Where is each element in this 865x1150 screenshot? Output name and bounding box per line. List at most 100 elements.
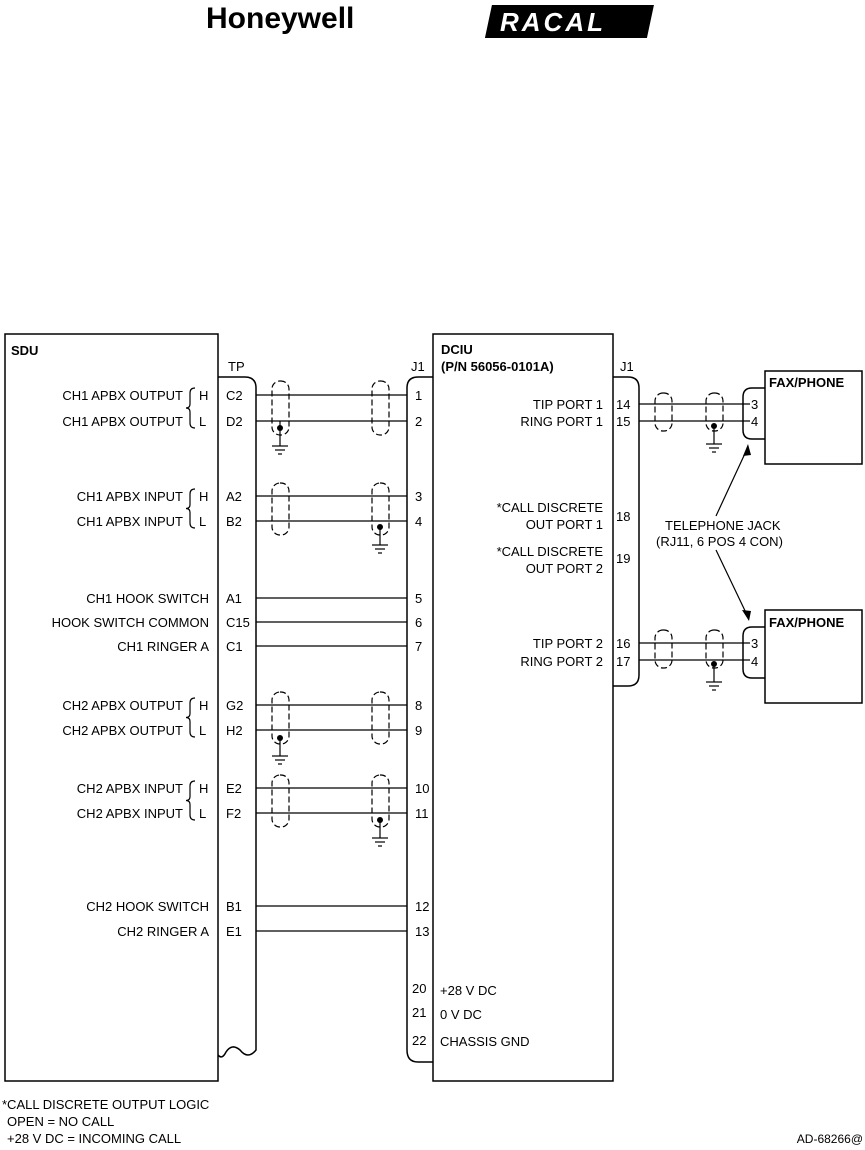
fax-phone-1: FAX/PHONE 3 4 xyxy=(742,370,863,465)
signal-brace xyxy=(185,387,196,429)
tp-pin: B2 xyxy=(226,514,242,529)
signal-label: CH1 APBX OUTPUT xyxy=(62,388,183,403)
j1-pin: 11 xyxy=(415,806,429,821)
port-pin: 17 xyxy=(616,654,630,669)
signal-label: CH2 RINGER A xyxy=(117,924,209,939)
tp-pin: C2 xyxy=(226,388,243,403)
tp-pin: A2 xyxy=(226,489,242,504)
port-label: TIP PORT 1 xyxy=(533,397,603,412)
tp-pin: F2 xyxy=(226,806,241,821)
honeywell-logo: Honeywell xyxy=(206,2,354,35)
dciu-power: 20 +28 V DC 21 0 V DC 22 CHASSIS GND xyxy=(412,981,530,1049)
signal-row: HOOK SWITCH COMMON C15 6 xyxy=(52,615,423,630)
tp-pin: C1 xyxy=(226,639,243,654)
signal-level: H xyxy=(199,388,208,403)
j1-pin: 13 xyxy=(415,924,429,939)
racal-logo: RACAL xyxy=(484,5,654,38)
signal-level: L xyxy=(199,514,206,529)
j1-pin: 6 xyxy=(415,615,422,630)
signal-label: CH1 HOOK SWITCH xyxy=(86,591,209,606)
j1-pin: 12 xyxy=(415,899,429,914)
power-pin: 20 xyxy=(412,981,426,996)
signal-label: CH1 APBX INPUT xyxy=(77,514,183,529)
signal-label: CH2 APBX OUTPUT xyxy=(62,698,183,713)
fax-pin: 4 xyxy=(751,654,758,669)
signal-label: CH1 APBX OUTPUT xyxy=(62,414,183,429)
tp-pin: A1 xyxy=(226,591,242,606)
tp-pin: D2 xyxy=(226,414,243,429)
signal-level: L xyxy=(199,723,206,738)
power-pin: 21 xyxy=(412,1005,426,1020)
signal-label: CH2 HOOK SWITCH xyxy=(86,899,209,914)
j1-pin: 8 xyxy=(415,698,422,713)
dciu-unit: DCIU (P/N 56056-0101A) J1 J1 xyxy=(406,333,640,1082)
j1-pin: 7 xyxy=(415,639,422,654)
port-pin: 16 xyxy=(616,636,630,651)
signal-level: H xyxy=(199,698,208,713)
port-pin: 15 xyxy=(616,414,630,429)
port-label: RING PORT 1 xyxy=(520,414,603,429)
power-pin: 22 xyxy=(412,1033,426,1048)
power-label: CHASSIS GND xyxy=(440,1034,530,1049)
signal-label: HOOK SWITCH COMMON xyxy=(52,615,209,630)
tp-pin: H2 xyxy=(226,723,243,738)
dciu-left-connector-label: J1 xyxy=(411,359,425,374)
fax-pin: 3 xyxy=(751,636,758,651)
j1-pin: 2 xyxy=(415,414,422,429)
j1-pin: 1 xyxy=(415,388,422,403)
port-pin: 19 xyxy=(616,551,630,566)
port-pin: 18 xyxy=(616,509,630,524)
sdu-title: SDU xyxy=(11,343,38,358)
drawing-id: AD-68266@ xyxy=(797,1132,863,1146)
signal-row: CH2 APBX OUTPUT H G2 8 xyxy=(62,698,422,713)
signal-row: CH1 RINGER A C1 7 xyxy=(117,639,422,654)
power-label: 0 V DC xyxy=(440,1007,482,1022)
tp-pin: G2 xyxy=(226,698,243,713)
signal-level: H xyxy=(199,489,208,504)
signal-level: L xyxy=(199,414,206,429)
footnote-line3: +28 V DC = INCOMING CALL xyxy=(7,1131,181,1146)
port-label-line2: OUT PORT 2 xyxy=(526,561,603,576)
jack-note-line1: TELEPHONE JACK xyxy=(665,518,781,533)
signal-row: CH2 APBX INPUT L F2 11 xyxy=(77,806,429,821)
telephone-jack-callout: TELEPHONE JACK (RJ11, 6 POS 4 CON) xyxy=(656,444,783,621)
signal-level: L xyxy=(199,806,206,821)
signal-label: CH2 APBX INPUT xyxy=(77,781,183,796)
dciu-title: DCIU xyxy=(441,342,473,357)
footnote-line2: OPEN = NO CALL xyxy=(7,1114,114,1129)
signal-label: CH1 RINGER A xyxy=(117,639,209,654)
fax-phone-title: FAX/PHONE xyxy=(769,615,844,630)
port-label-line2: OUT PORT 1 xyxy=(526,517,603,532)
dciu-ports: TIP PORT 1 14 RING PORT 1 15 *CALL DISCR… xyxy=(497,397,631,669)
j1-pin: 10 xyxy=(415,781,429,796)
svg-text:RACAL: RACAL xyxy=(500,7,606,37)
signal-row: CH2 RINGER A E1 13 xyxy=(117,924,429,939)
signal-brace xyxy=(185,780,196,821)
footnote-line1: *CALL DISCRETE OUTPUT LOGIC xyxy=(2,1097,209,1112)
fax-wires xyxy=(639,403,750,661)
signal-label: CH1 APBX INPUT xyxy=(77,489,183,504)
signal-row: CH1 APBX INPUT L B2 4 xyxy=(77,514,422,529)
footnote: *CALL DISCRETE OUTPUT LOGIC OPEN = NO CA… xyxy=(2,1097,209,1146)
fax-pin: 4 xyxy=(751,414,758,429)
j1-pin: 9 xyxy=(415,723,422,738)
fax-phone-2: FAX/PHONE 3 4 xyxy=(742,609,863,704)
shields xyxy=(271,380,724,847)
j1-pin: 4 xyxy=(415,514,422,529)
tp-connector-label: TP xyxy=(228,359,245,374)
port-pin: 14 xyxy=(616,397,630,412)
signal-label: CH2 APBX INPUT xyxy=(77,806,183,821)
signal-brace xyxy=(185,488,196,529)
tp-pin: C15 xyxy=(226,615,250,630)
sdu-unit: SDU TP xyxy=(4,333,257,1082)
fax-pin: 3 xyxy=(751,397,758,412)
signal-row: CH1 APBX OUTPUT H C2 1 xyxy=(62,388,422,403)
jack-note-line2: (RJ11, 6 POS 4 CON) xyxy=(656,534,783,549)
fax-phone-title: FAX/PHONE xyxy=(769,375,844,390)
tp-pin: E1 xyxy=(226,924,242,939)
signal-row: CH1 APBX OUTPUT L D2 2 xyxy=(62,414,422,429)
